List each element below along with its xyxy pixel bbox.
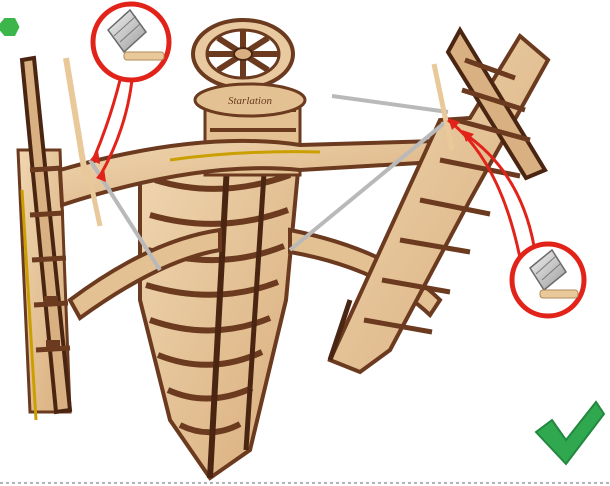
left-tower (18, 58, 70, 420)
steering-wheel: Starlation (193, 20, 305, 116)
wheel-inscription: Starlation (228, 95, 273, 107)
hexagon-icon (0, 18, 20, 36)
checkmark-icon (536, 402, 604, 464)
